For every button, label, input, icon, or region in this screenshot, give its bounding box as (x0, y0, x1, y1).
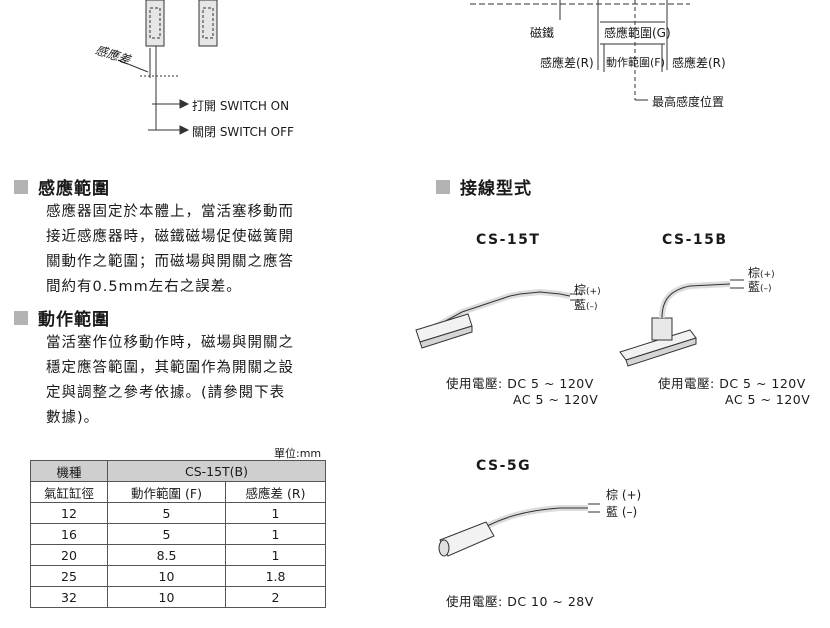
heading-square-icon (14, 310, 28, 325)
voltage-dc: DC 5 ~ 120V (507, 376, 594, 391)
cs15t-drawing (415, 288, 582, 349)
wiring-heading-text: 接線型式 (460, 179, 532, 199)
cell-operating: 10 (106, 565, 227, 587)
switch-on-label: 打開 SWITCH ON (192, 99, 290, 113)
operating-range-paragraph: 當活塞作位移動作時，磁場與開關之 穩定應答範圍，其範圍作為開關之設 定與調整之參… (46, 331, 294, 431)
cell-operating: 5 (106, 523, 227, 545)
tolerance-r-left-label: 感應差(R) (540, 56, 594, 70)
spec-table: 機種 CS-15T(B) 氣缸缸徑 動作範圍 (F) 感應差 (R) 12 5 … (30, 460, 326, 608)
paragraph-line: 間約有0.5mm左右之誤差。 (46, 279, 242, 295)
paragraph-line: 接近感應器時，磁鐵磁場促使磁簧開 (46, 229, 294, 245)
cs15t-wire-blue: 藍(–) (574, 298, 598, 315)
paragraph-line: 數據)。 (46, 410, 100, 426)
operating-range-heading: 動作範圍 (14, 305, 110, 330)
cell-bore: 12 (30, 502, 108, 524)
table-row: 20 8.5 1 (30, 544, 326, 566)
voltage-label: 使用電壓: (658, 376, 715, 391)
cell-operating: 10 (106, 586, 227, 608)
unit-label: 單位:mm (274, 447, 322, 460)
table-row: 12 5 1 (30, 502, 326, 524)
sensing-range-paragraph: 感應器固定於本體上，當活塞移動而 接近感應器時，磁鐵磁場促使磁簧開 關動作之範圍… (46, 200, 294, 300)
voltage-label: 使用電壓: (446, 376, 503, 391)
wire-sign: (–) (760, 284, 772, 294)
paragraph-line: 定與調整之參考依據。(請參閱下表 (46, 385, 286, 401)
cs15t-model: CS-15T (476, 232, 541, 248)
operating-range-heading-text: 動作範圍 (38, 310, 110, 330)
table-row: 25 10 1.8 (30, 565, 326, 587)
sensing-range-heading-text: 感應範圍 (38, 179, 110, 199)
range-diagram (470, 0, 690, 101)
voltage-dc: DC 5 ~ 120V (719, 376, 806, 391)
paragraph-line: 當活塞作位移動作時，磁場與開關之 (46, 335, 294, 351)
paragraph-line: 穩定應答範圍，其範圍作為開關之設 (46, 360, 294, 376)
cell-tolerance: 1 (225, 544, 326, 566)
cell-operating: 5 (106, 502, 227, 524)
cell-tolerance: 1 (225, 502, 326, 524)
max-sensitivity-label: 最高感度位置 (652, 95, 725, 109)
sensing-range-g-label: 感應範圍(G) (604, 26, 671, 40)
switch-off-label: 關閉 SWITCH OFF (192, 125, 294, 139)
cs5g-voltage: 使用電壓: DC 10 ~ 28V (446, 594, 594, 610)
cell-tolerance: 2 (225, 586, 326, 608)
sensing-range-heading: 感應範圍 (14, 174, 110, 199)
col-operating: 動作範圍 (F) (106, 481, 227, 503)
cs15b-model: CS-15B (662, 232, 728, 248)
voltage-ac: AC 5 ~ 120V (513, 392, 599, 407)
magnet-label: 磁鐵 (530, 26, 555, 40)
voltage-label: 使用電壓: (446, 594, 503, 609)
cs5g-drawing (438, 503, 600, 557)
cs15b-voltage: 使用電壓: DC 5 ~ 120V AC 5 ~ 120V (658, 376, 810, 408)
wire-blue-label: 藍 (748, 280, 761, 294)
heading-square-icon (436, 179, 450, 194)
heading-square-icon (14, 179, 28, 194)
table-header-row: 機種 CS-15T(B) (30, 460, 326, 482)
cell-bore: 20 (30, 544, 108, 566)
cell-tolerance: 1 (225, 523, 326, 545)
wire-brown-label: 棕 (748, 266, 761, 280)
cs5g-model: CS-5G (476, 458, 532, 474)
voltage-ac: AC 5 ~ 120V (725, 392, 811, 407)
wire-brown-label: 棕 (574, 283, 587, 297)
cs15t-voltage: 使用電壓: DC 5 ~ 120V AC 5 ~ 120V (446, 376, 598, 408)
table-row: 32 10 2 (30, 586, 326, 608)
cs15b-wire-blue: 藍(–) (748, 280, 772, 297)
cell-bore: 32 (30, 586, 108, 608)
wiring-heading: 接線型式 (436, 174, 532, 199)
piston-diagram (117, 0, 218, 135)
header-series: CS-15T(B) (107, 460, 326, 482)
cs15b-drawing (619, 279, 744, 367)
cell-operating: 8.5 (106, 544, 227, 566)
table-subheader-row: 氣缸缸徑 動作範圍 (F) 感應差 (R) (30, 481, 326, 503)
voltage-dc: DC 10 ~ 28V (507, 594, 594, 609)
table-row: 16 5 1 (30, 523, 326, 545)
cell-bore: 25 (30, 565, 108, 587)
col-tolerance: 感應差 (R) (225, 481, 326, 503)
wire-sign: (+) (586, 287, 601, 297)
cs5g-wire-blue: 藍 (–) (606, 505, 638, 519)
wire-blue-label: 藍 (574, 298, 587, 312)
cs15t-wire-brown: 棕(+) (574, 283, 601, 300)
wire-sign: (+) (760, 270, 775, 280)
cell-tolerance: 1.8 (225, 565, 326, 587)
col-bore: 氣缸缸徑 (30, 481, 108, 503)
header-model: 機種 (30, 460, 108, 482)
tolerance-r-right-label: 感應差(R) (672, 56, 726, 70)
paragraph-line: 感應器固定於本體上，當活塞移動而 (46, 204, 294, 220)
paragraph-line: 關動作之範圍；而磁場與開關之應答 (46, 254, 294, 270)
cs5g-wire-brown: 棕 (+) (606, 488, 642, 502)
cs15b-wire-brown: 棕(+) (748, 266, 775, 283)
cell-bore: 16 (30, 523, 108, 545)
wire-sign: (–) (586, 302, 598, 312)
operating-range-f-label: 動作範圍(F) (606, 56, 665, 69)
